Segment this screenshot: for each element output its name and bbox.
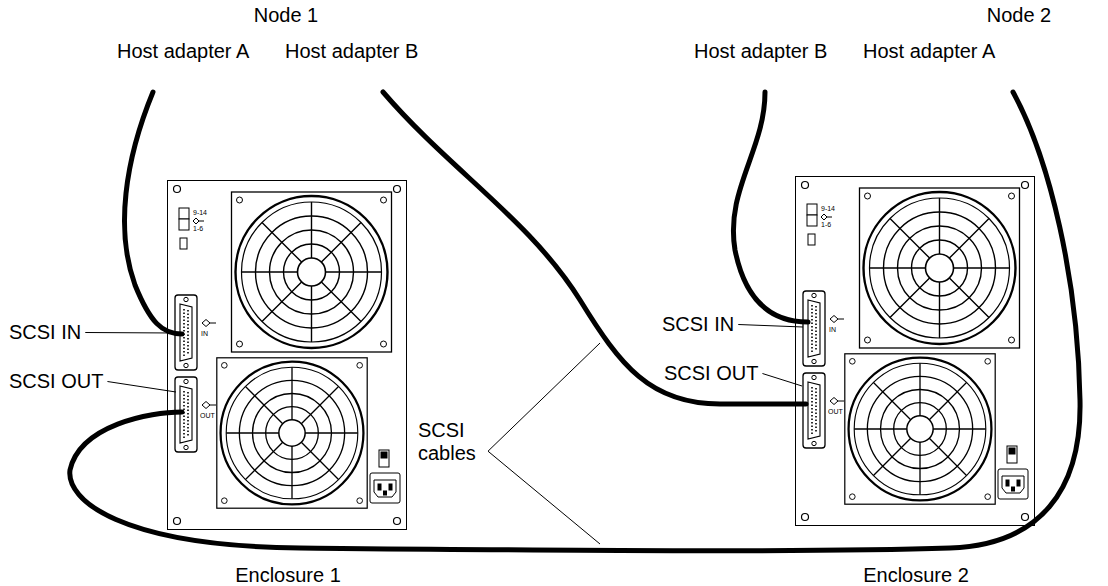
- enclosure-box: Enclosure 19-141-6INOUT: [167, 180, 407, 530]
- host-adapter-label: Host adapter A: [117, 40, 249, 63]
- enclosure-drawing: [174, 186, 401, 525]
- enclosure-drawing: [802, 182, 1029, 521]
- port-label: IN: [829, 326, 836, 333]
- enclosure-name: Enclosure 2: [796, 565, 1036, 585]
- leader-line: [738, 325, 803, 328]
- port-callout: SCSI OUT: [9, 370, 103, 393]
- switch-label: 1-6: [821, 221, 831, 228]
- cable-callout: SCSI cables: [418, 419, 484, 465]
- enclosure-box: Enclosure 29-141-6INOUT: [795, 176, 1035, 526]
- switch-label: 1-6: [193, 225, 203, 232]
- host-adapter-label: Host adapter A: [863, 40, 995, 63]
- port-callout: SCSI OUT: [664, 362, 758, 385]
- node-title: Node 1: [254, 4, 319, 27]
- port-label: IN: [201, 330, 208, 337]
- leader-line: [107, 382, 176, 393]
- port-callout: SCSI IN: [662, 313, 734, 336]
- leader-line: [85, 332, 176, 334]
- leader-line: [488, 451, 600, 544]
- scsi-cable: [125, 92, 182, 334]
- host-adapter-label: Host adapter B: [694, 40, 827, 63]
- scsi-cables: [70, 92, 1080, 551]
- port-callout: SCSI IN: [9, 321, 81, 344]
- scsi-cable: [733, 92, 808, 322]
- leader-line: [488, 343, 600, 451]
- enclosure-name: Enclosure 1: [168, 565, 408, 585]
- scsi-cable: [383, 92, 806, 404]
- switch-label: 9-14: [821, 205, 835, 212]
- host-adapter-label: Host adapter B: [285, 40, 418, 63]
- port-label: OUT: [828, 408, 843, 415]
- switch-label: 9-14: [193, 209, 207, 216]
- node-title: Node 2: [987, 4, 1052, 27]
- port-label: OUT: [200, 412, 215, 419]
- scsi-cable: [70, 92, 1080, 551]
- leader-line: [762, 374, 802, 387]
